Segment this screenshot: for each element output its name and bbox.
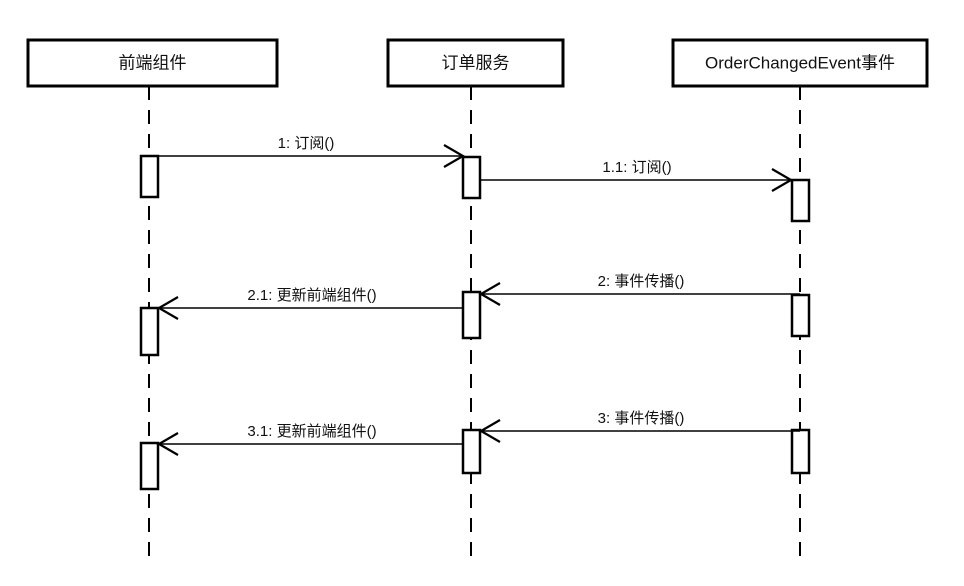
message-msg-2[interactable]: 2: 事件传播() bbox=[478, 273, 800, 306]
message-label-msg-2-1: 2.1: 更新前端组件() bbox=[247, 287, 376, 304]
message-arrowhead-msg-1-1 bbox=[771, 168, 794, 192]
activation-bar-act-frontend-2[interactable] bbox=[139, 306, 160, 357]
lifeline-box-frontend[interactable] bbox=[26, 38, 279, 88]
lifeline-label-order-changed-event: OrderChangedEvent事件 bbox=[705, 53, 895, 72]
message-label-msg-3: 3: 事件传播() bbox=[598, 410, 685, 427]
activation-bar-act-order-3[interactable] bbox=[461, 428, 482, 475]
message-msg-3[interactable]: 3: 事件传播() bbox=[478, 410, 800, 443]
activation-bar-act-order-1[interactable] bbox=[461, 155, 482, 200]
message-arrowhead-msg-1 bbox=[443, 144, 466, 168]
activations-layer bbox=[139, 154, 811, 491]
message-label-msg-1-1: 1.1: 订阅() bbox=[602, 159, 671, 176]
activation-bar-act-event-1[interactable] bbox=[790, 178, 811, 223]
activation-bar-act-frontend-3[interactable] bbox=[139, 441, 160, 491]
message-msg-1-1[interactable]: 1.1: 订阅() bbox=[480, 159, 794, 192]
message-arrowhead-msg-3 bbox=[478, 419, 501, 443]
message-msg-3-1[interactable]: 3.1: 更新前端组件() bbox=[156, 423, 463, 456]
activation-bar-act-event-2[interactable] bbox=[790, 293, 811, 338]
message-arrowhead-msg-2-1 bbox=[156, 296, 179, 320]
message-msg-2-1[interactable]: 2.1: 更新前端组件() bbox=[156, 287, 463, 320]
message-label-msg-2: 2: 事件传播() bbox=[598, 273, 685, 290]
messages-layer: 1: 订阅() 1.1: 订阅() 2: 事件传播() 2.1: 更新前端组件() 3:… bbox=[149, 135, 800, 456]
lifeline-box-order-changed-event[interactable] bbox=[671, 38, 929, 88]
message-arrowhead-msg-3-1 bbox=[156, 432, 179, 456]
lifeline-label-frontend: 前端组件 bbox=[119, 53, 187, 72]
lifeline-box-order-service[interactable] bbox=[386, 38, 565, 88]
lifeline-frontend: 前端组件 bbox=[26, 38, 279, 566]
activation-bar-act-event-3[interactable] bbox=[790, 428, 811, 475]
message-msg-1[interactable]: 1: 订阅() bbox=[149, 135, 466, 168]
message-label-msg-1: 1: 订阅() bbox=[278, 135, 335, 152]
activation-bar-act-order-2[interactable] bbox=[461, 290, 482, 340]
lifeline-order-service: 订单服务 bbox=[386, 38, 565, 566]
lifeline-label-order-service: 订单服务 bbox=[442, 53, 510, 72]
activation-bar-act-frontend-1[interactable] bbox=[139, 154, 160, 199]
message-arrowhead-msg-2 bbox=[478, 282, 501, 306]
message-label-msg-3-1: 3.1: 更新前端组件() bbox=[247, 423, 376, 440]
